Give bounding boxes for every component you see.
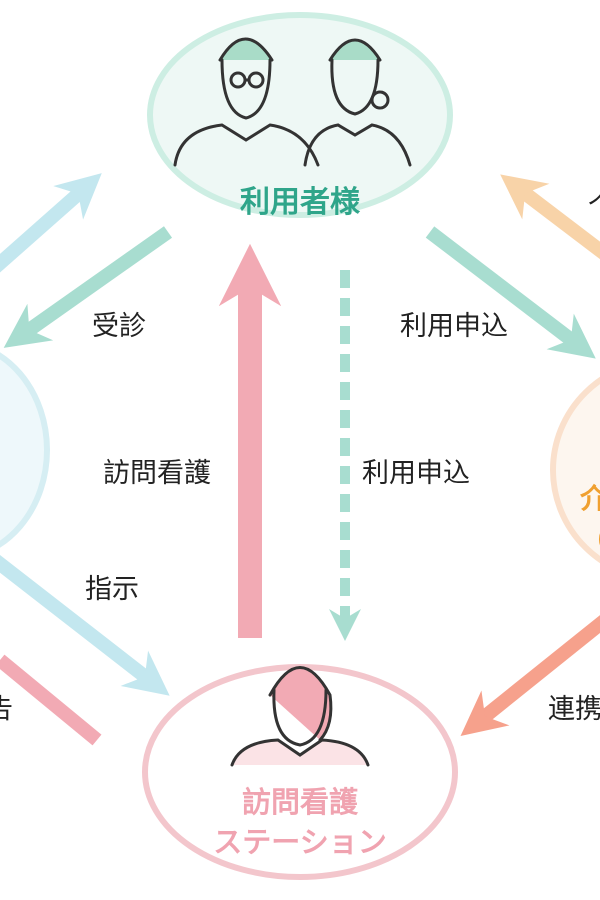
nursing-station-label-line2: ステーション <box>213 825 386 859</box>
arrow-apply-right <box>425 226 596 359</box>
arrow-report <box>0 654 102 746</box>
elderly-couple-icon <box>173 37 412 167</box>
arrow-doctor-user <box>0 173 102 273</box>
label-top-right-partial: 个 <box>588 191 600 222</box>
label-apply-center: 利用申込 <box>362 458 470 489</box>
arrow-user-care-manager <box>500 174 600 260</box>
doctor-node-partial <box>0 352 50 548</box>
nursing-station-label-line1: 訪問看護 <box>242 785 359 819</box>
arrow-consult <box>3 226 173 348</box>
care-manager-label-partial-2: （ <box>580 524 600 557</box>
label-visit-nursing: 訪問看護 <box>103 458 211 489</box>
label-cooperation: 連携 <box>548 694 600 725</box>
user-node <box>147 12 453 218</box>
label-apply-right: 利用申込 <box>400 311 508 342</box>
nurse-icon <box>230 666 370 767</box>
care-manager-node-partial <box>550 376 600 564</box>
label-consult: 受診 <box>92 311 146 342</box>
care-manager-label-partial: 介 <box>579 482 600 515</box>
arrow-instruction <box>0 555 170 696</box>
label-instruction: 指示 <box>85 574 139 605</box>
label-report-partial: 告 <box>0 694 13 725</box>
user-node-label: 利用者様 <box>240 185 361 220</box>
arrow-cooperation <box>460 615 600 737</box>
